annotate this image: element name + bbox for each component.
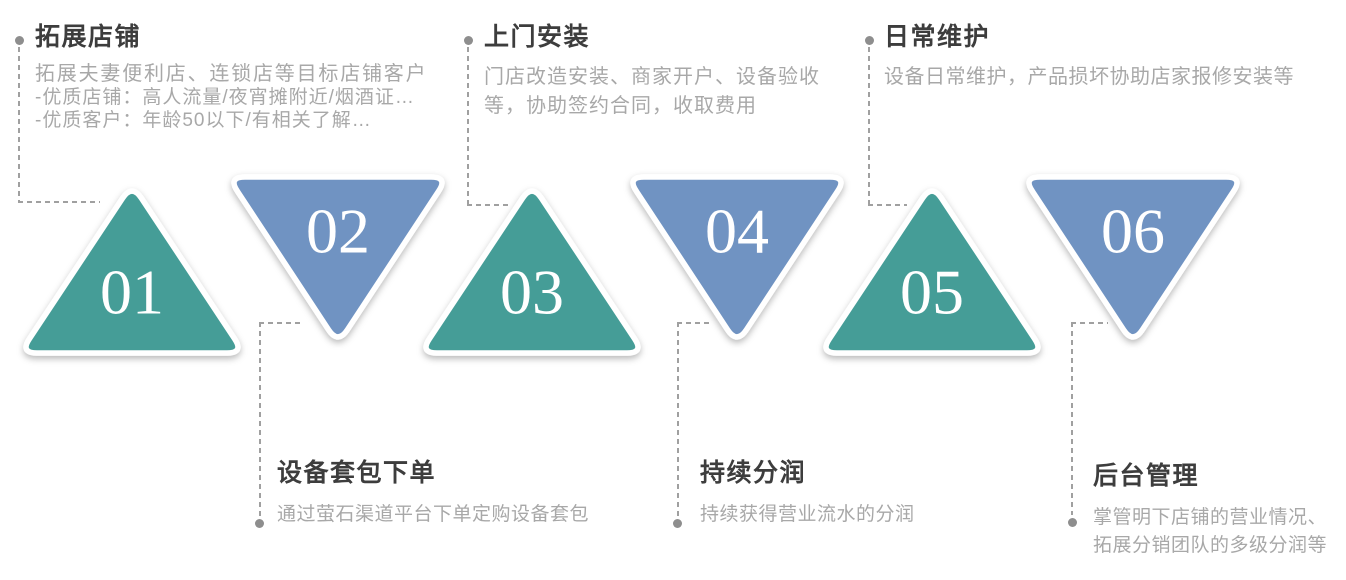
bullet-dot (15, 36, 24, 45)
step-06-desc-line: 拓展分销团队的多级分润等 (1093, 535, 1328, 556)
step-04-description: 持续获得营业流水的分润 (700, 501, 915, 529)
step-01-desc-line: 拓展夫妻便利店、连锁店等目标店铺客户 (35, 63, 428, 85)
triangle-step-05 (823, 188, 1041, 356)
step-number-02: 02 (306, 196, 370, 267)
step-06-description: 掌管明下店铺的营业情况、 拓展分销团队的多级分润等 (1093, 504, 1327, 560)
connector-step-04-horizontal (677, 322, 713, 324)
step-number-03: 03 (500, 257, 564, 328)
step-02-description: 通过萤石渠道平台下单定购设备套包 (277, 501, 589, 529)
step-04-title: 持续分润 (700, 459, 807, 487)
step-number-01: 01 (100, 257, 164, 328)
step-05-title: 日常维护 (884, 23, 991, 51)
connector-step-03-horizontal (467, 204, 508, 206)
step-05-description: 设备日常维护，产品损坏协助店家报修安装等 (884, 63, 1294, 92)
step-number-04: 04 (705, 196, 769, 267)
triangle-step-03 (423, 188, 641, 356)
connector-step-03-vertical (467, 47, 469, 205)
connector-step-06-vertical (1071, 322, 1073, 515)
step-01-desc-line: -优质客户：年龄50以下/有相关了解… (35, 110, 372, 131)
step-01-title: 拓展店铺 (35, 23, 142, 51)
step-01-label-block: 拓展店铺 拓展夫妻便利店、连锁店等目标店铺客户 -优质店铺：高人流量/夜宵摊附近… (35, 22, 427, 132)
triangle-step-01 (23, 188, 241, 356)
connector-step-02-vertical (259, 322, 261, 516)
connector-step-06-horizontal (1071, 322, 1108, 324)
step-05-label-block: 日常维护 设备日常维护，产品损坏协助店家报修安装等 (884, 22, 1294, 92)
step-06-title: 后台管理 (1093, 462, 1200, 490)
bullet-dot (865, 36, 874, 45)
step-01-desc-line: -优质店铺：高人流量/夜宵摊附近/烟酒证… (35, 87, 415, 108)
connector-step-01-vertical (18, 47, 20, 203)
connector-step-01-horizontal (18, 201, 100, 203)
bullet-dot (464, 36, 473, 45)
bullet-dot (255, 519, 264, 528)
step-04-desc-line: 持续获得营业流水的分润 (700, 504, 915, 525)
step-03-desc-line: 门店改造安装、商家开户、设备验收 (484, 66, 820, 88)
step-03-label-block: 上门安装 门店改造安装、商家开户、设备验收 等，协助签约合同，收取费用 (484, 22, 820, 121)
bullet-dot (1068, 518, 1077, 527)
triangle-step-02 (231, 174, 445, 340)
step-05-desc-line: 设备日常维护，产品损坏协助店家报修安装等 (884, 66, 1294, 88)
bullet-dot (673, 519, 682, 528)
step-06-desc-line: 掌管明下店铺的营业情况、 (1093, 507, 1328, 528)
step-04-label-block: 持续分润 持续获得营业流水的分润 (700, 458, 915, 529)
connector-step-02-horizontal (259, 322, 304, 324)
step-02-label-block: 设备套包下单 通过萤石渠道平台下单定购设备套包 (277, 458, 589, 529)
step-03-description: 门店改造安装、商家开户、设备验收 等，协助签约合同，收取费用 (484, 63, 820, 121)
step-03-desc-line: 等，协助签约合同，收取费用 (484, 95, 757, 117)
step-02-desc-line: 通过萤石渠道平台下单定购设备套包 (277, 504, 590, 525)
connector-step-04-vertical (677, 322, 679, 516)
step-06-label-block: 后台管理 掌管明下店铺的营业情况、 拓展分销团队的多级分润等 (1093, 461, 1327, 560)
step-01-description: 拓展夫妻便利店、连锁店等目标店铺客户 -优质店铺：高人流量/夜宵摊附近/烟酒证…… (35, 63, 427, 132)
step-02-title: 设备套包下单 (277, 459, 437, 487)
step-number-05: 05 (900, 257, 964, 328)
step-03-title: 上门安装 (484, 23, 591, 51)
connector-step-05-horizontal (868, 204, 907, 206)
triangle-step-04 (630, 174, 844, 340)
triangle-step-06 (1026, 174, 1240, 340)
connector-step-05-vertical (868, 47, 870, 205)
step-number-06: 06 (1101, 196, 1165, 267)
